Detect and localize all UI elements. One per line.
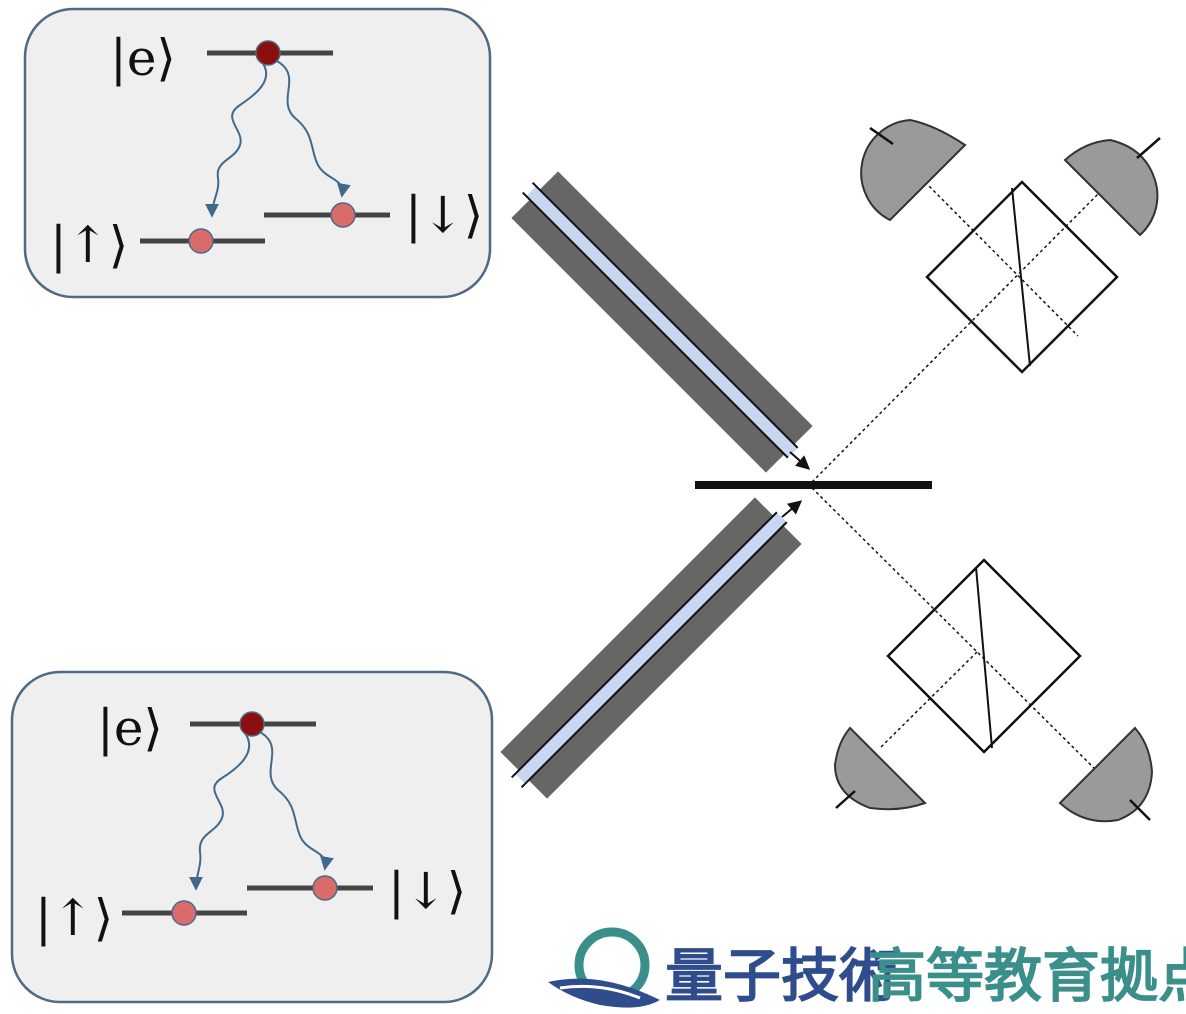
watermark-text-part2: 高等教育拠点: [868, 942, 1186, 1010]
photon-decay-to-down: [257, 730, 334, 871]
up-state-dot: [171, 900, 197, 926]
down-state-dot: [312, 875, 338, 901]
excited-state-label: |e⟩: [97, 699, 163, 757]
fiber-output-arrow-upper: [789, 451, 811, 470]
polarizing-beam-splitter-lower: [886, 558, 1082, 754]
watermark-text-part1: 量子技術: [665, 942, 897, 1010]
panel-background: [23, 7, 492, 299]
photodetector-icon: [833, 726, 927, 811]
down-state-dot: [330, 202, 356, 228]
excited-electron-dot: [255, 40, 281, 66]
optical-fiber-upper: [511, 171, 813, 473]
up-state-label: |↑⟩: [50, 216, 128, 274]
photon-decay-to-up: [189, 732, 251, 891]
photon-decay-to-down: [274, 59, 351, 198]
fiber-output-arrow-lower: [781, 500, 803, 518]
photodetector-icon: [860, 118, 967, 222]
down-state-label: |↓⟩: [405, 186, 483, 244]
photon-decay-to-up: [205, 61, 268, 218]
optical-fiber-lower: [500, 497, 802, 799]
down-state-label: |↓⟩: [388, 862, 466, 920]
excited-state-label: |e⟩: [110, 29, 176, 87]
polarizing-beam-splitter-upper: [925, 180, 1119, 374]
panel-background: [10, 670, 494, 1004]
photodetector-icon: [1063, 137, 1161, 237]
up-state-dot: [188, 228, 214, 254]
atom-panel-bottom: |e⟩ |↑⟩ |↓⟩: [10, 670, 494, 1004]
atom-panel-top: |e⟩ |↑⟩ |↓⟩: [23, 7, 492, 299]
excited-electron-dot: [239, 711, 265, 737]
up-state-label: |↑⟩: [35, 889, 113, 947]
beam-paths: [811, 181, 1101, 775]
photodetector-icon: [1058, 726, 1154, 823]
watermark-logo: [548, 927, 660, 1008]
